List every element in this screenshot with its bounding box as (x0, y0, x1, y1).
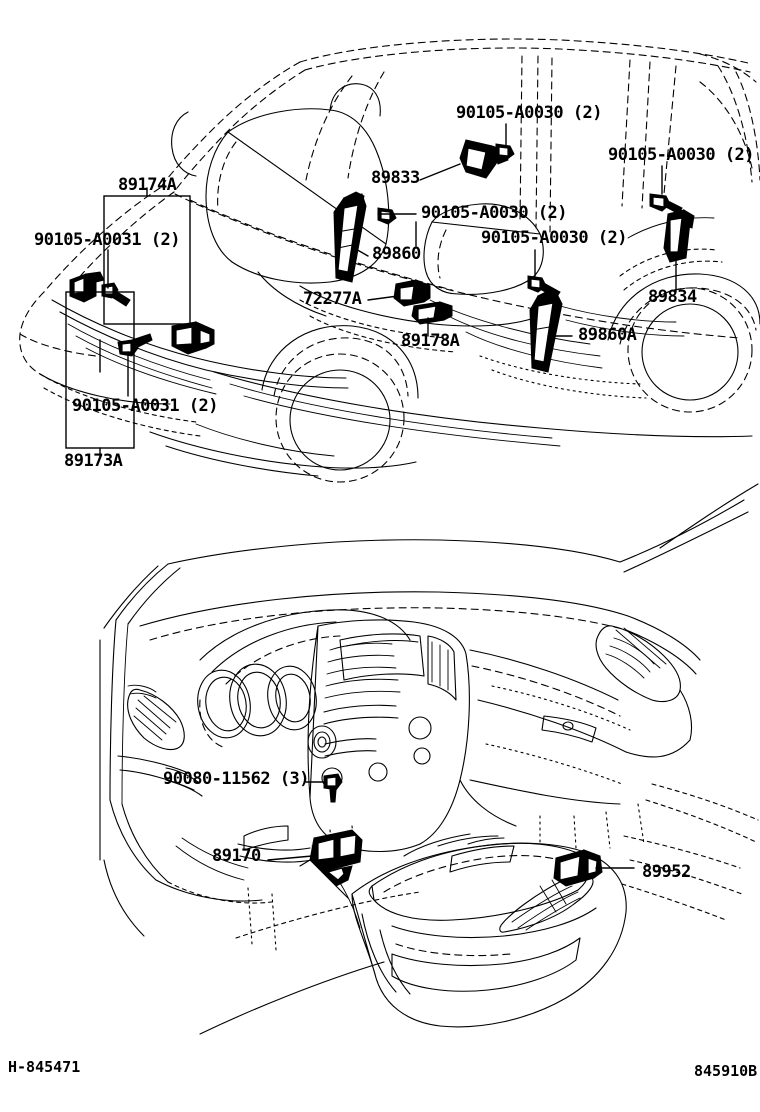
callout-89860: 89860 (372, 244, 421, 264)
part-89860a-curtain-airbag (529, 289, 563, 373)
sheet-right-footer: 845910B (694, 1062, 758, 1080)
callout-90105-a0030-roof: 90105-A0030 (2) (456, 103, 603, 123)
gauge-cluster (197, 663, 317, 749)
callout-90105-a0030-rear: 90105-A0030 (2) (608, 145, 755, 165)
bolt-lower-90105-a0031 (117, 333, 153, 357)
part-89170-airbag-ecu (299, 829, 363, 899)
bolt-upper-90105-a0031 (101, 282, 131, 307)
bolt-89860a (527, 275, 561, 299)
callout-90080-11562: 90080-11562 (3) (163, 769, 310, 789)
callout-leaders-upper (65, 123, 677, 457)
callout-89834: 89834 (648, 287, 697, 307)
callout-89170: 89170 (212, 846, 261, 866)
callout-leaders-lower (267, 781, 635, 869)
right-air-vent (595, 625, 681, 703)
bolt-89860 (377, 207, 397, 225)
part-89834-sensor (663, 209, 695, 263)
part-89952-sensor (553, 849, 603, 887)
callout-89178a: 89178A (401, 331, 460, 351)
callout-90105-a0031-top: 90105-A0031 (2) (34, 230, 181, 250)
part-72277a-bracket (393, 279, 431, 307)
center-console-stack (307, 619, 470, 853)
bolt-89833 (495, 143, 515, 161)
part-89833-sensor (459, 139, 509, 179)
bolt-89834 (649, 193, 683, 215)
callout-89173a: 89173A (64, 451, 123, 471)
vehicle-outline (19, 38, 760, 483)
part-89174a-sensor (171, 321, 215, 355)
callout-72277a: 72277A (303, 289, 362, 309)
callout-90105-a0030-pillar: 90105-A0030 (2) (421, 203, 568, 223)
part-89860-curtain-airbag (333, 191, 367, 283)
left-air-vent (127, 688, 185, 751)
callout-89833: 89833 (371, 168, 420, 188)
callout-89174a: 89174A (118, 175, 177, 195)
part-89178a-sensor (411, 301, 453, 325)
part-89173a-sensor (69, 271, 105, 303)
bolt-90080-11562 (323, 773, 343, 803)
floor-console (351, 833, 627, 1028)
callout-90105-a0030-center: 90105-A0030 (2) (481, 228, 628, 248)
callout-90105-a0031-bot: 90105-A0031 (2) (72, 396, 219, 416)
sheet-left-footer: H-845471 (8, 1058, 81, 1076)
callout-89860a: 89860A (578, 325, 637, 345)
callout-89952: 89952 (642, 862, 691, 882)
instrument-panel-outline (99, 483, 759, 1035)
